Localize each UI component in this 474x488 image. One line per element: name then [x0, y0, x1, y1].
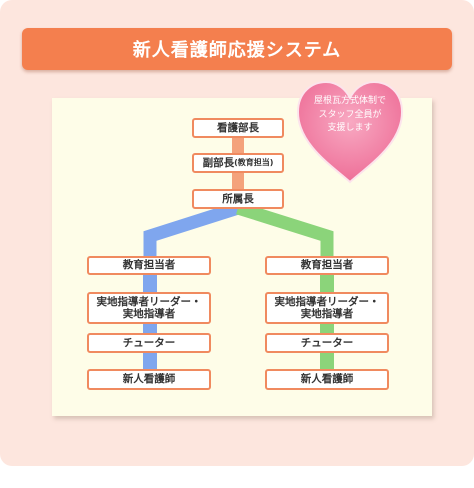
node-right-educator: 教育担当者	[265, 256, 389, 275]
node-left-new-nurse: 新人看護師	[87, 369, 211, 390]
node-left-tutor-label: チューター	[122, 336, 176, 349]
connector-left-1	[143, 272, 157, 294]
connector-right-1	[320, 272, 334, 294]
title-banner: 新人看護師応援システム	[22, 28, 452, 70]
connector-director-deputy	[232, 136, 244, 154]
node-right-new-nurse: 新人看護師	[265, 369, 389, 390]
node-left-leader-label: 実地指導者リーダー・ 実地指導者	[96, 295, 202, 320]
connector-left-2	[143, 322, 157, 334]
node-right-leader: 実地指導者リーダー・ 実地指導者	[265, 292, 389, 324]
node-left-leader: 実地指導者リーダー・ 実地指導者	[87, 292, 211, 324]
node-right-tutor: チューター	[265, 333, 389, 353]
heart-note-text: 屋根瓦方式体制で スタッフ全員が 支援します	[313, 96, 386, 133]
node-deputy-label: 副部長	[202, 156, 235, 169]
node-director-label: 看護部長	[217, 121, 259, 134]
node-right-tutor-label: チューター	[300, 336, 354, 349]
connector-left-3	[143, 352, 157, 370]
node-right-new-nurse-label: 新人看護師	[300, 373, 354, 386]
connector-left-branch	[143, 201, 240, 256]
node-left-educator-label: 教育担当者	[122, 259, 176, 272]
node-head: 所属長	[192, 189, 284, 209]
node-left-educator: 教育担当者	[87, 256, 211, 275]
connector-right-branch	[236, 201, 334, 256]
node-left-tutor: チューター	[87, 333, 211, 353]
node-deputy: 副部長(教育担当)	[192, 153, 284, 173]
node-left-new-nurse-label: 新人看護師	[122, 373, 176, 386]
node-right-educator-label: 教育担当者	[300, 259, 354, 272]
connector-right-2	[320, 322, 334, 334]
node-director: 看護部長	[192, 118, 284, 138]
node-head-label: 所属長	[222, 192, 254, 205]
connector-deputy-head	[232, 172, 244, 190]
heart-icon	[296, 80, 404, 184]
connector-right-3	[320, 352, 334, 370]
node-deputy-note: (教育担当)	[234, 158, 274, 168]
page-title: 新人看護師応援システム	[132, 40, 342, 61]
node-right-leader-label: 実地指導者リーダー・ 実地指導者	[274, 295, 380, 320]
